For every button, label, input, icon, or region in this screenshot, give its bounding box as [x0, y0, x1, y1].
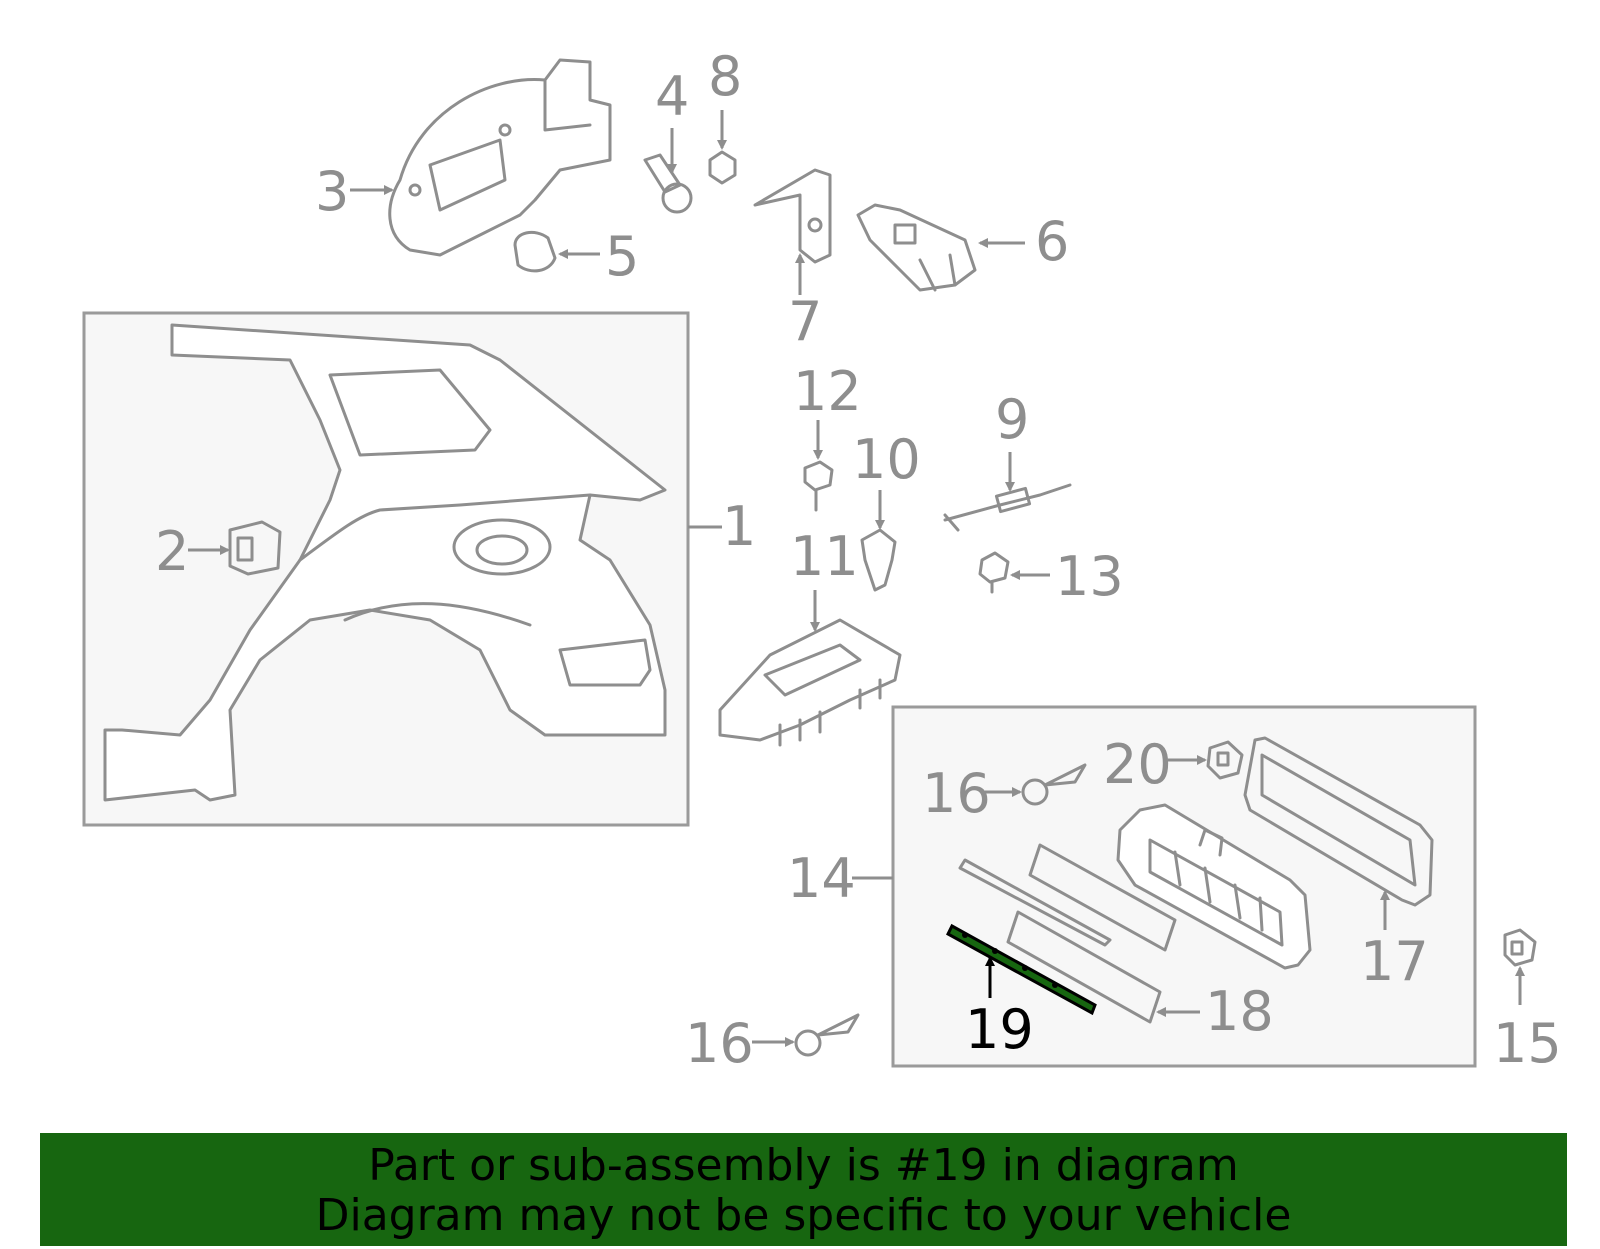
callout-12: 12 [793, 360, 862, 460]
part-4-bolt [643, 153, 693, 214]
part-17-seal [1243, 736, 1434, 907]
callout-8: 8 [708, 45, 742, 150]
callout-3: 3 [315, 160, 394, 223]
callout-13-label: 13 [1055, 545, 1124, 608]
part-13-pin [978, 551, 1010, 594]
callout-4-label: 4 [655, 65, 689, 128]
callout-3-label: 3 [315, 160, 349, 223]
callout-1-label: 1 [722, 495, 756, 558]
callout-17: 17 [1360, 890, 1429, 993]
callout-6-label: 6 [1035, 210, 1069, 273]
callout-11: 11 [790, 525, 859, 632]
callout-16-upper: 16 [922, 762, 1022, 825]
callout-2: 2 [155, 520, 230, 583]
part-19-highlighted-strip [946, 923, 1097, 1016]
callout-18: 18 [1156, 980, 1274, 1043]
part-15-clip [1503, 928, 1537, 967]
callout-5: 5 [558, 225, 639, 288]
banner-line-2: Diagram may not be specific to your vehi… [315, 1190, 1292, 1241]
callout-20-label: 20 [1103, 733, 1172, 796]
callout-19-label: 19 [965, 998, 1034, 1061]
banner-line-1: Part or sub-assembly is #19 in diagram [368, 1140, 1239, 1191]
callout-19: 19 [965, 956, 1034, 1061]
callout-10-label: 10 [852, 428, 921, 491]
part-20-clip [1206, 740, 1244, 780]
callout-12-label: 12 [793, 360, 862, 423]
callout-8-label: 8 [708, 45, 742, 108]
callout-1: 1 [688, 495, 756, 558]
part-16-screw-upper [1021, 763, 1087, 806]
part-7-bracket [753, 168, 832, 264]
callout-15: 15 [1493, 966, 1562, 1075]
callout-5-label: 5 [605, 225, 639, 288]
part-1-quarter-panel [103, 323, 667, 802]
callout-16a-label: 16 [922, 762, 991, 825]
part-5-bumper [513, 230, 557, 273]
callout-2-label: 2 [155, 520, 189, 583]
part-10-clip [860, 528, 897, 592]
callout-14: 14 [787, 847, 893, 910]
callout-13: 13 [1010, 545, 1124, 608]
part-11-bracket [718, 618, 902, 747]
callout-16b-label: 16 [685, 1012, 754, 1075]
callout-17-label: 17 [1360, 930, 1429, 993]
callout-7: 7 [788, 253, 822, 353]
callout-14-label: 14 [787, 847, 856, 910]
part-6-actuator [856, 203, 977, 292]
callout-4: 4 [655, 65, 689, 174]
part-3-filler-housing [388, 58, 612, 257]
callout-18-label: 18 [1205, 980, 1274, 1043]
part-fuel-door-housing [1116, 803, 1312, 970]
callout-16-lower: 16 [685, 1012, 795, 1075]
callout-11-label: 11 [790, 525, 859, 588]
callout-9-label: 9 [995, 388, 1029, 451]
part-8-nut [708, 150, 737, 185]
part-9-cable [943, 483, 1072, 532]
callout-10: 10 [852, 428, 921, 530]
part-18-strips [958, 843, 1177, 1024]
part-notice-banner: Part or sub-assembly is #19 in diagram D… [40, 1133, 1567, 1246]
callout-6: 6 [978, 210, 1069, 273]
callout-7-label: 7 [788, 290, 822, 353]
part-12-bolt [803, 460, 834, 512]
callout-9: 9 [995, 388, 1029, 492]
part-16-screw-lower [794, 1013, 860, 1057]
callout-15-label: 15 [1493, 1012, 1562, 1075]
callout-20: 20 [1103, 733, 1207, 796]
part-2-connector [228, 520, 282, 576]
